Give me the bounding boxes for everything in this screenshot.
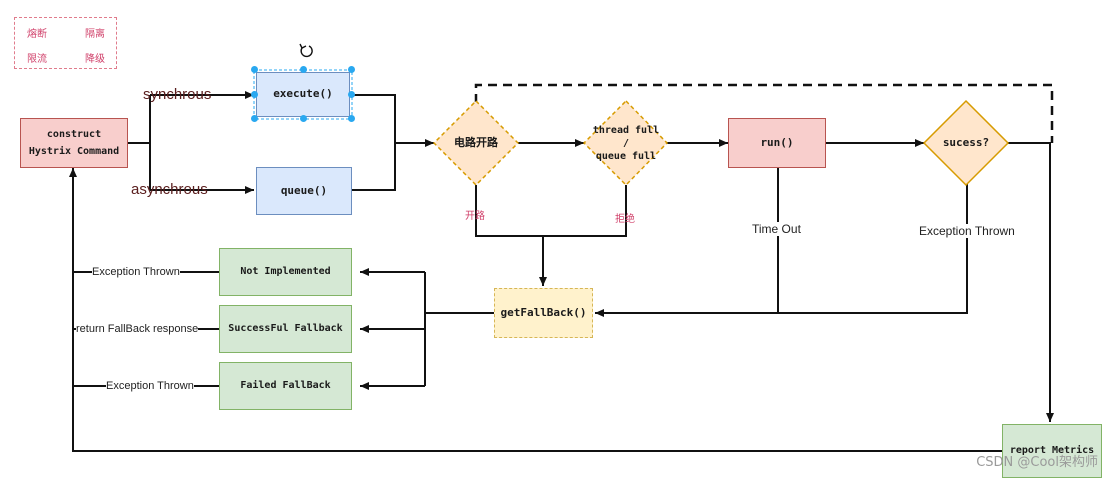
selection-handle-tr[interactable] [348, 66, 355, 73]
node-construct-hystrix-command[interactable]: construct Hystrix Command [20, 118, 128, 168]
node-execute[interactable]: execute() [256, 72, 350, 117]
construct-line-1: construct [46, 128, 102, 140]
node-not-implemented[interactable]: Not Implemented [219, 248, 352, 296]
legend-item-circuit-breaker: 熔断 [27, 29, 47, 40]
queue-label: queue() [280, 183, 328, 197]
edge-success-exception [595, 182, 968, 317]
diamond-thread-shape [582, 99, 669, 187]
node-thread-queue-full[interactable]: thread full / queue full [590, 120, 662, 166]
diamond-success-shape [922, 99, 1010, 187]
successful-fallback-label: SuccessFul Fallback [228, 323, 343, 335]
selection-handle-tc[interactable] [300, 66, 307, 73]
selection-handle-tl[interactable] [251, 66, 258, 73]
label-return-fallback-response: return FallBack response [76, 323, 199, 335]
selection-handle-ml[interactable] [251, 91, 258, 98]
label-asynchronous: asynchrous [131, 181, 208, 198]
label-exception-thrown-notimpl: Exception Thrown [92, 266, 180, 278]
label-open: 开路 [465, 211, 485, 222]
thread-label-1: thread full [592, 124, 660, 136]
not-implemented-label: Not Implemented [240, 266, 331, 278]
label-timeout: Time Out [752, 222, 801, 236]
execute-label: execute() [273, 87, 333, 101]
construct-line-2: Hystrix Command [28, 146, 120, 157]
label-reject: 拒绝 [615, 214, 635, 225]
label-exception-thrown-success: Exception Thrown [919, 224, 1015, 238]
diamond-circuit-shape [432, 99, 520, 187]
run-label: run() [760, 135, 794, 149]
get-fallback-label: getFallBack() [500, 305, 587, 319]
edge-success-report [1008, 142, 1054, 422]
node-success-check[interactable]: sucess? [926, 130, 1006, 156]
node-run[interactable]: run() [728, 118, 826, 168]
circuit-label: 电路开路 [454, 135, 498, 149]
thread-label-2: / [622, 137, 629, 149]
node-circuit-open[interactable]: 电路开路 [436, 130, 516, 156]
legend-item-degrade: 降级 [85, 54, 105, 65]
edge-execute-merge [352, 94, 396, 191]
node-report-metrics[interactable]: report Metrics [1002, 424, 1102, 478]
edge-dashed-bypass [474, 83, 1054, 143]
rotate-icon[interactable] [299, 43, 313, 58]
legend-box: 熔断 隔离 限流 降级 [14, 17, 117, 69]
success-label: sucess? [942, 135, 990, 149]
report-metrics-label: report Metrics [1009, 445, 1095, 457]
node-failed-fallback[interactable]: Failed FallBack [219, 362, 352, 410]
edge-report-back [69, 168, 1002, 452]
legend-item-rate-limit: 限流 [27, 54, 47, 65]
selection-handle-mr[interactable] [348, 91, 355, 98]
node-successful-fallback[interactable]: SuccessFul Fallback [219, 305, 352, 353]
legend-item-isolation: 隔离 [85, 29, 105, 40]
thread-label-3: queue full [595, 150, 657, 162]
node-get-fallback[interactable]: getFallBack() [494, 288, 593, 338]
selection-handle-bl[interactable] [251, 115, 258, 122]
failed-fallback-label: Failed FallBack [240, 380, 331, 392]
watermark: CSDN @Cool架构师 [976, 455, 1098, 470]
edge-circuit-open [475, 185, 627, 237]
selection-handle-bc[interactable] [300, 115, 307, 122]
label-exception-thrown-failed: Exception Thrown [106, 380, 194, 392]
node-queue[interactable]: queue() [256, 167, 352, 215]
label-synchronous: synchrous [143, 86, 212, 103]
selection-handle-br[interactable] [348, 115, 355, 122]
